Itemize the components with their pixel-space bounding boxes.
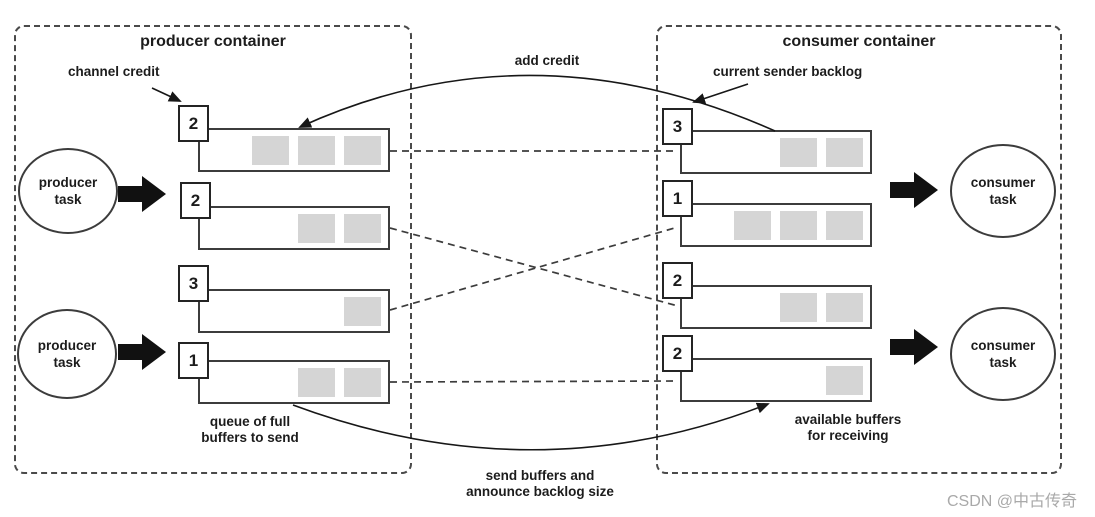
- producer-container-title: producer container: [140, 33, 286, 50]
- buffer-cell: [826, 210, 863, 240]
- channel-line-q4-q4: [389, 380, 679, 383]
- consumer-container: consumer container: [656, 25, 1062, 474]
- producer-task-label: producer task: [38, 175, 98, 207]
- sender-backlog-box-1: 3: [662, 108, 693, 145]
- sender-backlog-box-2: 1: [662, 180, 693, 217]
- consumer-queue-3: [680, 285, 872, 329]
- producer-task-circle-1: producer task: [18, 148, 118, 234]
- buffer-cell: [252, 135, 289, 165]
- buffer-cell: [298, 135, 335, 165]
- producer-queue-3: [198, 289, 390, 333]
- consumer-queue-caption: available buffers for receiving: [794, 412, 902, 443]
- consumer-task-circle-1: consumer task: [950, 144, 1056, 238]
- consumer-task-circle-2: consumer task: [950, 307, 1056, 401]
- current-sender-backlog-label: current sender backlog: [713, 64, 863, 79]
- producer-queue-caption: queue of full buffers to send: [201, 414, 299, 445]
- send-buffers-label: send buffers and announce backlog size: [466, 468, 614, 499]
- buffer-cell: [298, 213, 335, 243]
- producer-task-circle-2: producer task: [17, 309, 117, 399]
- buffer-cell: [734, 210, 771, 240]
- sender-backlog-box-4: 2: [662, 335, 693, 372]
- buffer-cell: [780, 210, 817, 240]
- buffer-cell: [826, 137, 863, 167]
- consumer-task-label: consumer task: [970, 338, 1036, 370]
- sender-backlog-box-3: 2: [662, 262, 693, 299]
- buffer-cell: [780, 137, 817, 167]
- producer-queue-1: [198, 128, 390, 172]
- buffer-cell: [826, 365, 863, 395]
- buffer-cell: [780, 292, 817, 322]
- channel-credit-label: channel credit: [68, 64, 160, 79]
- producer-task-label: producer task: [37, 338, 97, 370]
- buffer-cell: [344, 135, 381, 165]
- channel-line-q3-q2: [389, 226, 679, 311]
- buffer-cell: [298, 367, 335, 397]
- consumer-task-label: consumer task: [970, 175, 1036, 207]
- channel-credit-box-1: 2: [178, 105, 209, 142]
- consumer-queue-2: [680, 203, 872, 247]
- buffer-cell: [344, 296, 381, 326]
- producer-queue-4: [198, 360, 390, 404]
- buffer-cell: [344, 367, 381, 397]
- csdn-watermark: CSDN @中古传奇: [946, 493, 1077, 510]
- channel-credit-box-2: 2: [180, 182, 211, 219]
- channel-credit-box-4: 1: [178, 342, 209, 379]
- consumer-container-title: consumer container: [782, 33, 936, 50]
- buffer-cell: [826, 292, 863, 322]
- channel-credit-box-3: 3: [178, 265, 209, 302]
- producer-queue-2: [198, 206, 390, 250]
- consumer-queue-4: [680, 358, 872, 402]
- channel-line-q2-q3: [389, 227, 679, 307]
- add-credit-label: add credit: [514, 53, 580, 68]
- consumer-queue-1: [680, 130, 872, 174]
- buffer-cell: [344, 213, 381, 243]
